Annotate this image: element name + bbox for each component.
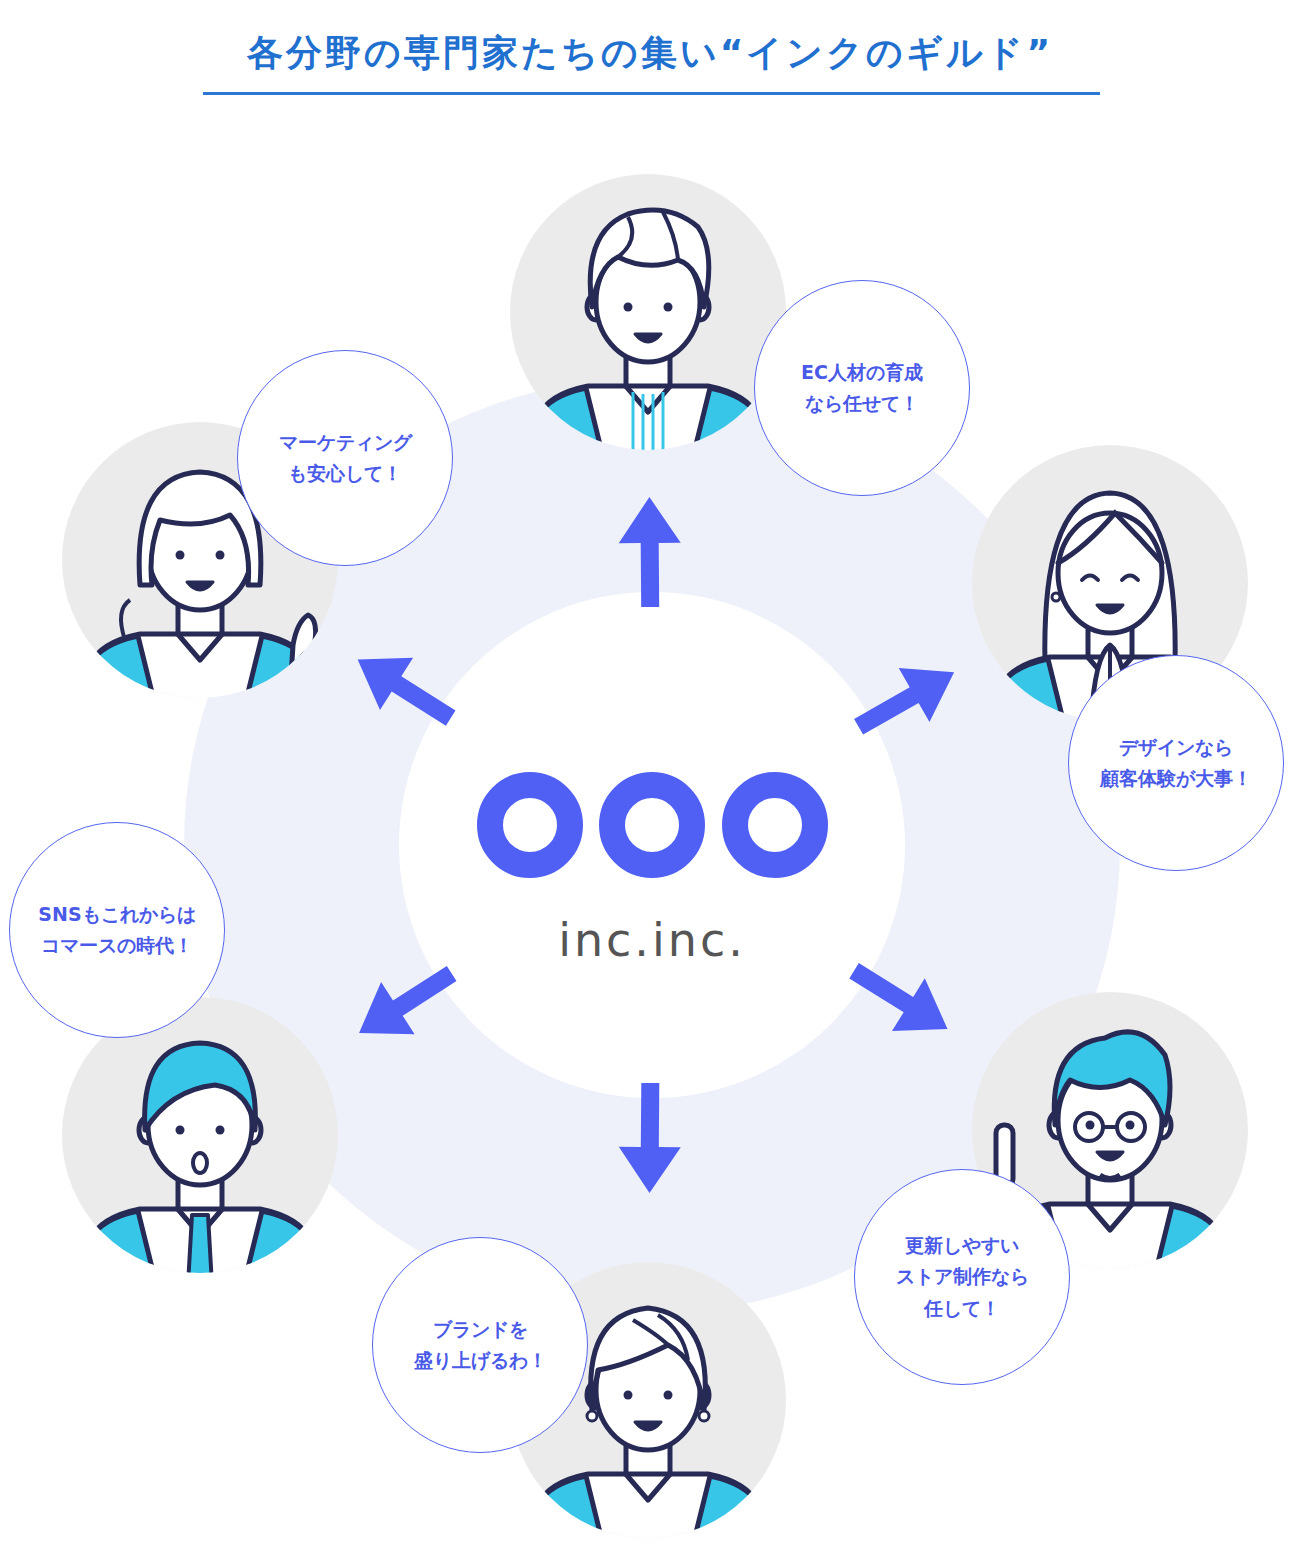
avatar-circle: 更新しやすい ストア制作なら 任して！ (972, 992, 1248, 1268)
avatar-circle: デザインなら 顧客体験が大事！ (972, 445, 1248, 721)
bubble-text: SNSもこれからは コマースの時代！ (27, 899, 207, 962)
speech-bubble: EC人材の育成 なら任せて！ (754, 280, 970, 496)
title-underline (203, 92, 1100, 95)
flow-arrow (849, 963, 947, 1031)
diagram-title: 各分野の専門家たちの集い“インクのギルド” (0, 28, 1300, 78)
bubble-text: ブランドを 盛り上げるわ！ (390, 1314, 570, 1377)
bubble-text: EC人材の育成 なら任せて！ (772, 357, 952, 420)
bubble-text: 更新しやすい ストア制作なら 任して！ (872, 1230, 1052, 1324)
avatar-circle: SNSもこれからは コマースの時代！ (62, 997, 338, 1273)
flow-arrow (854, 668, 954, 735)
avatar-circle: EC人材の育成 なら任せて！ (510, 174, 786, 450)
speech-bubble: ブランドを 盛り上げるわ！ (372, 1237, 588, 1453)
speech-bubble: マーケティング も安心して！ (237, 350, 453, 566)
speech-bubble: SNSもこれからは コマースの時代！ (9, 822, 225, 1038)
company-name: inc.inc. (399, 912, 905, 968)
speech-bubble: デザインなら 顧客体験が大事！ (1068, 655, 1284, 871)
avatar-circle: ブランドを 盛り上げるわ！ (510, 1262, 786, 1538)
flow-arrow (359, 966, 456, 1034)
bubble-text: デザインなら 顧客体験が大事！ (1086, 732, 1266, 795)
bubble-text: マーケティング も安心して！ (255, 427, 435, 490)
flow-arrow (358, 658, 456, 726)
avatar-circle: マーケティング も安心して！ (62, 422, 338, 698)
flow-arrow (619, 1083, 681, 1193)
center-circle: inc.inc. (399, 592, 905, 1098)
flow-arrow (619, 497, 681, 607)
speech-bubble: 更新しやすい ストア制作なら 任して！ (854, 1169, 1070, 1385)
